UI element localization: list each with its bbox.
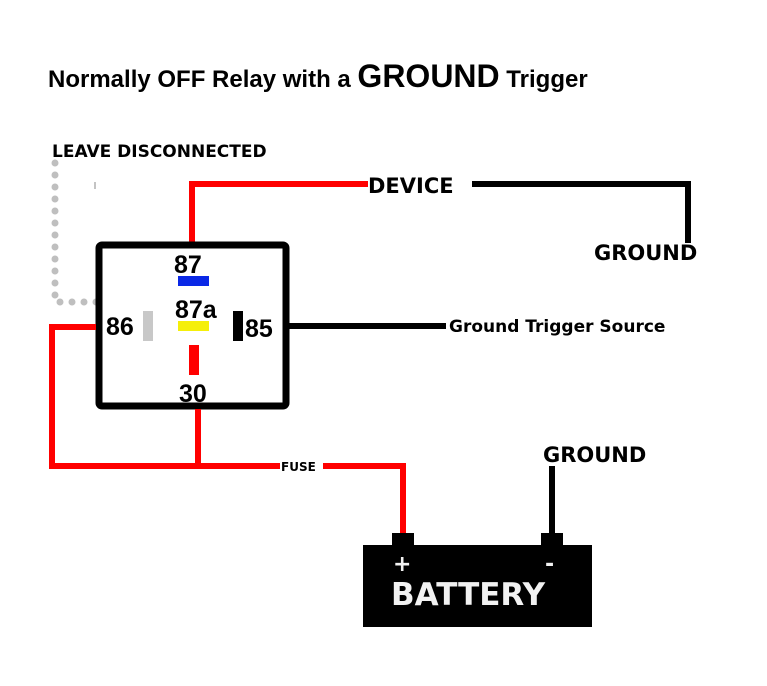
wire-86-to-power	[49, 324, 198, 469]
wire-30-to-fuse	[195, 409, 280, 469]
leave-disconnected-label: LEAVE DISCONNECTED	[52, 142, 267, 162]
diagram-title: Normally OFF Relay with a GROUND Trigger	[48, 58, 588, 94]
pin-86-label: 86	[106, 313, 134, 341]
battery-negative-terminal	[541, 533, 563, 547]
wire-87a-disconnected	[51, 159, 182, 306]
trigger-source-label: Ground Trigger Source	[449, 317, 665, 337]
pin-30-label: 30	[179, 380, 207, 408]
battery-positive-sign: +	[393, 552, 411, 577]
wire-fuse-to-battery	[323, 463, 406, 536]
pin-87-terminal	[178, 276, 209, 286]
device-label: DEVICE	[368, 174, 454, 198]
battery-negative-sign: -	[545, 552, 554, 577]
fuse-label: FUSE	[281, 460, 316, 474]
pin-86-terminal	[143, 311, 153, 341]
battery-positive-terminal	[392, 533, 414, 547]
wire-device-to-ground	[472, 181, 691, 243]
wire-87-to-device	[189, 181, 368, 243]
battery-body	[363, 545, 592, 627]
device-ground-label: GROUND	[594, 241, 697, 265]
pin-87a-terminal	[178, 321, 209, 331]
battery-ground-label: GROUND	[543, 443, 646, 467]
pin-30-terminal	[189, 345, 199, 375]
pin-87-label: 87	[174, 251, 202, 279]
pin-87a-label: 87a	[175, 296, 218, 324]
pin-85-label: 85	[245, 315, 273, 343]
pin-85-terminal	[233, 311, 243, 341]
battery-label: BATTERY	[391, 577, 546, 613]
